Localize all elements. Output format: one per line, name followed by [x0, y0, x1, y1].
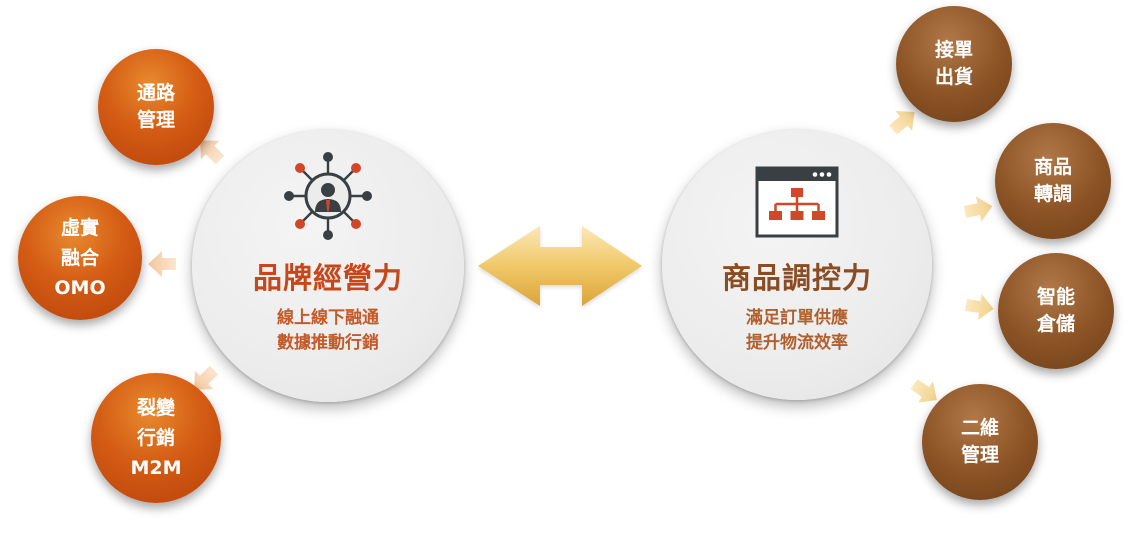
arrow-to-smart-warehouse: [965, 294, 994, 320]
arrow-to-channel-management: [200, 140, 225, 165]
node-2d-line-1: 二維: [960, 417, 999, 439]
arrow-to-product-transfer: [963, 196, 993, 222]
node-smart-warehouse: 智能 倉儲: [998, 253, 1114, 369]
product-control-hub: 商品調控力 滿足訂單供應 提升物流效率: [662, 130, 932, 400]
double-arrow-icon: [478, 226, 642, 306]
brand-management-title: 品牌經營力: [252, 261, 403, 295]
node-omo-line-1: 虛實: [60, 217, 99, 239]
node-m2m: 裂變 行銷 M2M: [91, 373, 221, 503]
arrow-to-m2m: [194, 365, 219, 390]
node-omo: 虛實 融合 OMO: [18, 196, 142, 320]
node-m2m-line-3: M2M: [130, 457, 182, 479]
node-channel-line-2: 管理: [136, 109, 175, 131]
arrow-to-omo: [148, 251, 176, 277]
node-order-line-1: 接單: [934, 39, 973, 61]
brand-management-hub: 品牌經營力 線上線下融通 數據推動行銷: [192, 130, 464, 402]
node-m2m-line-1: 裂變: [136, 397, 175, 419]
node-omo-line-3: OMO: [54, 277, 106, 299]
brand-sub-line-1: 線上線下融通: [277, 308, 379, 328]
node-order-line-2: 出貨: [934, 66, 973, 88]
arrow-to-2d-management: [910, 379, 937, 403]
node-2d-management: 二維 管理: [922, 384, 1038, 500]
brand-sub-line-2: 數據推動行銷: [277, 333, 379, 353]
node-transfer-line-1: 商品: [1033, 156, 1072, 178]
product-sub-line-1: 滿足訂單供應: [746, 308, 848, 328]
node-m2m-line-2: 行銷: [136, 427, 175, 449]
node-transfer-line-2: 轉調: [1033, 183, 1072, 205]
node-product-transfer: 商品 轉調: [995, 123, 1111, 239]
network-person-icon: [284, 152, 372, 240]
node-channel-line-1: 通路: [136, 82, 175, 104]
product-control-title: 商品調控力: [721, 261, 872, 295]
node-order-shipping: 接單 出貨: [896, 6, 1012, 122]
arrow-to-order-shipping: [889, 111, 915, 135]
node-2d-line-2: 管理: [960, 444, 999, 466]
node-omo-line-2: 融合: [60, 247, 99, 269]
product-control-subtitle: 滿足訂單供應 提升物流效率: [662, 306, 932, 356]
node-warehouse-line-2: 倉儲: [1036, 313, 1075, 335]
brand-management-subtitle: 線上線下融通 數據推動行銷: [192, 306, 464, 356]
sitemap-window-icon: [755, 166, 839, 238]
node-channel-management: 通路 管理: [98, 49, 214, 165]
product-sub-line-2: 提升物流效率: [746, 333, 848, 353]
node-warehouse-line-1: 智能: [1036, 286, 1075, 308]
